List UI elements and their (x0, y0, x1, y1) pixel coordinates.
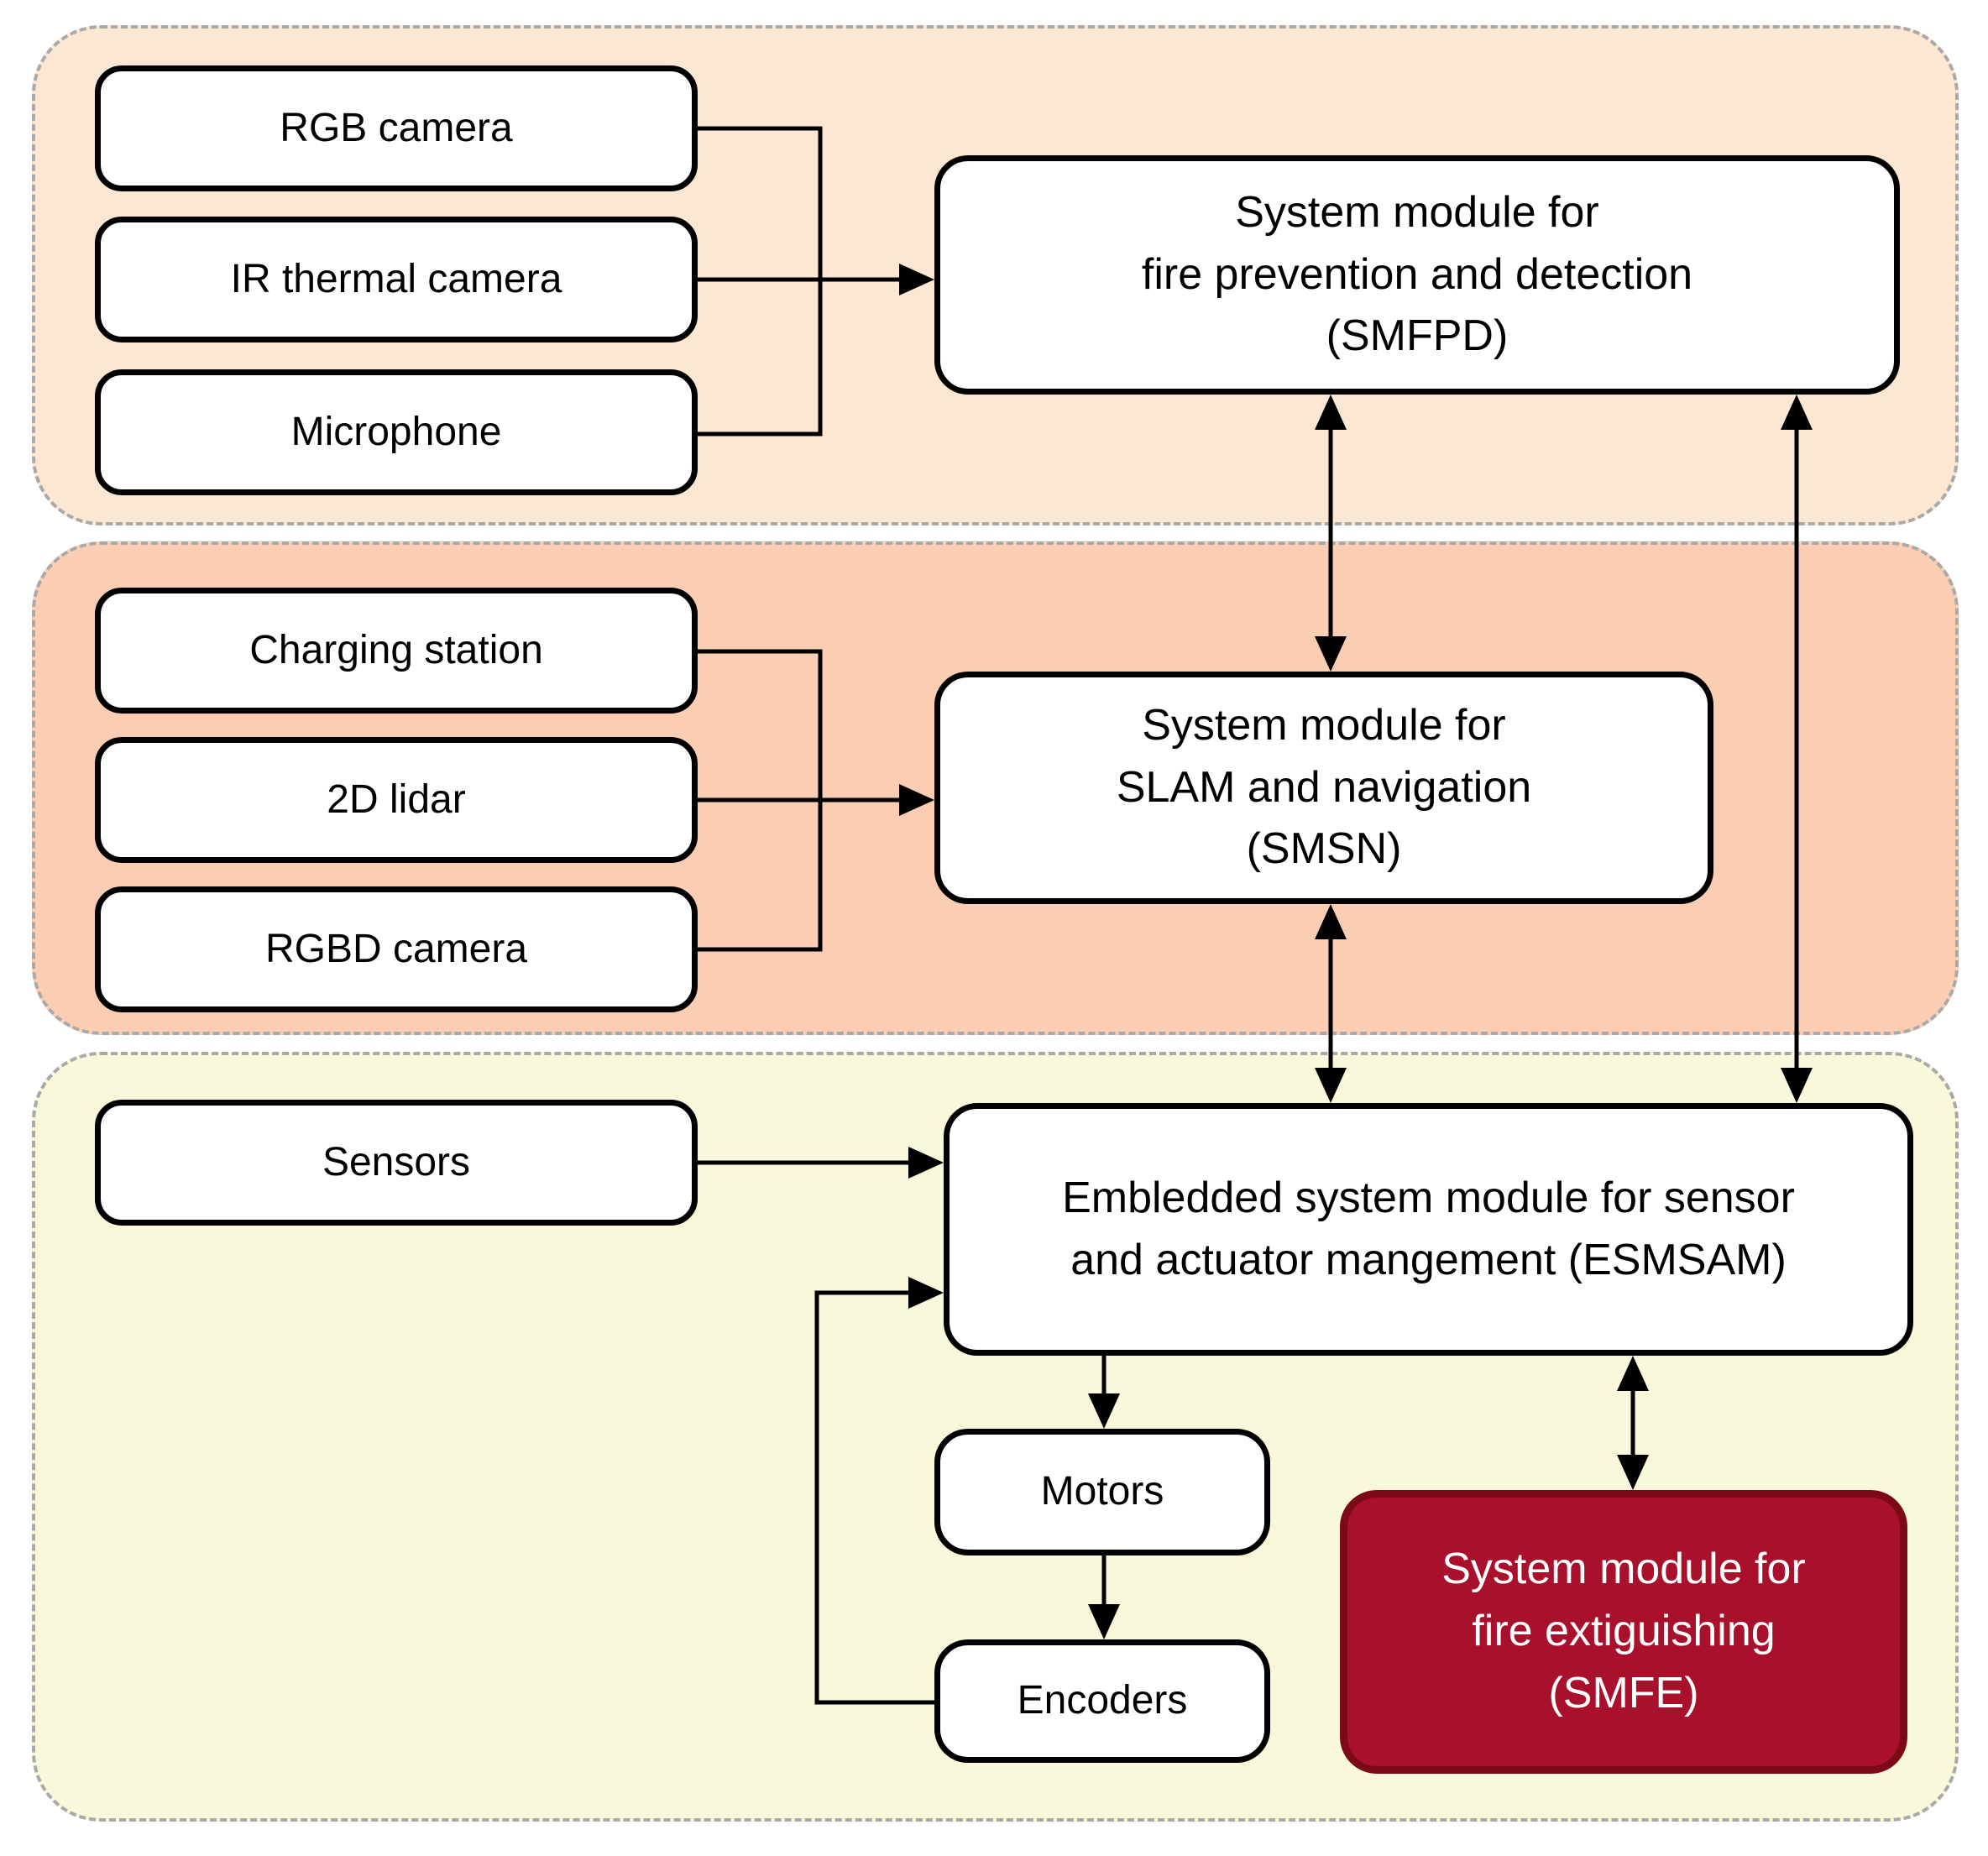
smfe-line-3: (SMFE) (1548, 1668, 1699, 1717)
motors-label: Motors (1040, 1469, 1164, 1514)
smsn-box: System module for SLAM and navigation (S… (934, 672, 1713, 904)
encoders-label: Encoders (1017, 1678, 1188, 1723)
ir-thermal-camera-box: IR thermal camera (95, 217, 698, 342)
arrow-sensors-to-esmsam (698, 1147, 944, 1179)
smfe-line-2: fire extiguishing (1472, 1607, 1776, 1656)
smfe-box: System module for fire extiguishing (SMF… (1340, 1490, 1907, 1774)
microphone-box: Microphone (95, 369, 698, 495)
motors-box: Motors (934, 1429, 1270, 1555)
arrow-smfpd-esmsam (1781, 395, 1813, 1103)
smsn-line-1: System module for (1142, 700, 1506, 750)
esmsam-box: Embledded system module for sensor and a… (944, 1103, 1913, 1356)
connector-navigation-inputs (698, 649, 934, 952)
arrow-smfpd-smsn (1315, 395, 1347, 672)
encoders-box: Encoders (934, 1639, 1270, 1763)
rgb-camera-label: RGB camera (280, 105, 513, 150)
arrow-esmsam-to-motors (1088, 1356, 1120, 1429)
arrow-smsn-esmsam (1315, 904, 1347, 1103)
rgb-camera-box: RGB camera (95, 65, 698, 191)
smsn-line-3: (SMSN) (1246, 824, 1402, 874)
smsn-line-2: SLAM and navigation (1116, 762, 1532, 812)
smfpd-line-2: fire prevention and detection (1141, 249, 1693, 299)
arrow-encoders-to-esmsam-loop (814, 1277, 944, 1705)
arrow-esmsam-smfe (1617, 1356, 1649, 1490)
esmsam-line-1: Embledded system module for sensor (1062, 1173, 1795, 1222)
arrow-motors-to-encoders (1088, 1555, 1120, 1639)
smfpd-line-1: System module for (1235, 187, 1599, 237)
rgbd-camera-label: RGBD camera (264, 926, 528, 971)
arrowhead-into-smsn (899, 784, 934, 816)
microphone-label: Microphone (290, 409, 502, 454)
sensors-label: Sensors (322, 1139, 471, 1184)
sensors-box: Sensors (95, 1100, 698, 1226)
smfpd-box: System module for fire prevention and de… (934, 155, 1900, 395)
smfpd-line-3: (SMFPD) (1326, 311, 1509, 361)
lidar-2d-box: 2D lidar (95, 737, 698, 863)
ir-thermal-camera-label: IR thermal camera (230, 256, 562, 301)
charging-station-box: Charging station (95, 588, 698, 714)
smfe-line-1: System module for (1441, 1545, 1806, 1594)
connector-detection-inputs (698, 126, 934, 437)
arrowhead-into-smfpd (899, 264, 934, 295)
charging-station-label: Charging station (249, 627, 543, 672)
lidar-2d-label: 2D lidar (327, 776, 466, 822)
esmsam-line-2: and actuator mangement (ESMSAM) (1070, 1235, 1787, 1284)
rgbd-camera-box: RGBD camera (95, 886, 698, 1012)
